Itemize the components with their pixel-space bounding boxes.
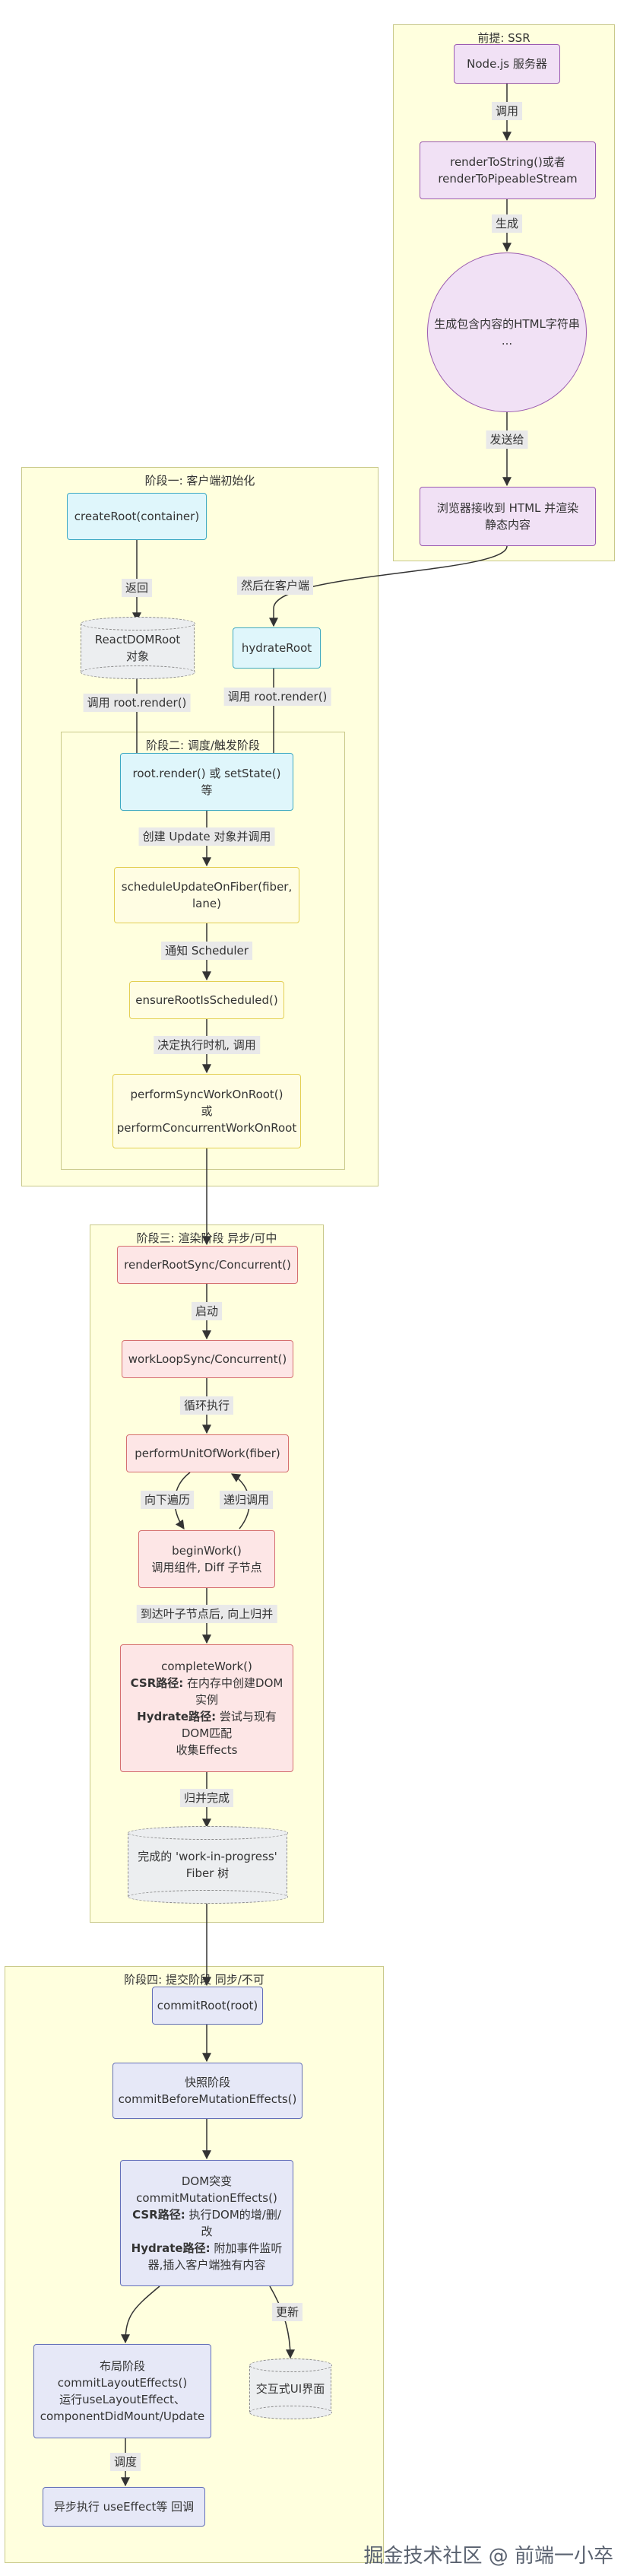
edge-label-recursive-call: 递归调用 [219,1491,274,1509]
db-cap-top [127,1826,288,1840]
node-work-loop-label: workLoopSync/Concurrent() [128,1352,287,1366]
complete-work-csr-label: CSR路径: [130,1676,184,1690]
edge-label-call-render-1: 调用 root.render() [83,694,191,712]
node-mutation-effects: DOM突变 commitMutationEffects() CSR路径: 执行D… [120,2160,293,2286]
edge-label-update: 更新 [271,2303,303,2321]
node-create-root-label: createRoot(container) [74,510,200,523]
complete-work-collect-effects: 收集Effects [176,1743,238,1757]
node-mutation-effects-label: DOM突变 commitMutationEffects() CSR路径: 执行D… [131,2173,283,2273]
edge-label-return: 返回 [121,579,153,597]
node-generate-html: 生成包含内容的HTML字符串 ... [427,253,587,412]
node-render-root-label: renderRootSync/Concurrent() [124,1258,291,1272]
edge-label-start: 启动 [191,1302,223,1320]
complete-work-title: completeWork() [161,1660,252,1673]
edge-label-generate: 生成 [491,214,523,233]
cluster-phase4-title: 阶段四: 提交阶段 同步/不可 [124,1973,264,1987]
edge-label-reach-leaf: 到达叶子节点后, 向上归并 [136,1605,277,1623]
node-ensure-root-label: ensureRootIsScheduled() [135,993,278,1007]
node-hydrate-root-label: hydrateRoot [241,641,312,655]
node-browser-receive-label: 浏览器接收到 HTML 并渲染 静态内容 [436,501,579,532]
node-work-loop: workLoopSync/Concurrent() [122,1340,293,1378]
node-before-mutation-label: 快照阶段 commitBeforeMutationEffects() [118,2076,297,2106]
db-cap-top [80,617,195,631]
edge-label-notify-scheduler: 通知 Scheduler [161,942,252,960]
db-cap-bottom [249,2406,332,2419]
cluster-phase1-title: 阶段一: 客户端初始化 [144,474,255,488]
edge-label-decide-timing: 决定执行时机, 调用 [154,1036,260,1054]
node-begin-work: beginWork() 调用组件, Diff 子节点 [138,1530,275,1588]
node-hydrate-root: hydrateRoot [233,627,321,669]
cluster-phase3-title: 阶段三: 渲染阶段 异步/可中 [136,1231,277,1245]
edge-label-create-update: 创建 Update 对象并调用 [138,827,275,846]
db-cap-bottom [80,665,195,679]
node-render-root: renderRootSync/Concurrent() [117,1246,298,1284]
node-schedule-update-label: scheduleUpdateOnFiber(fiber, lane) [121,880,293,910]
mutation-hydrate-label: Hydrate路径: [131,2241,211,2255]
edge-label-traverse-down: 向下遍历 [140,1491,195,1509]
node-complete-work-label: completeWork() CSR路径: 在内存中创建DOM 实例 Hydra… [131,1658,283,1758]
node-perform-work: performSyncWorkOnRoot() 或 performConcurr… [112,1074,301,1148]
edge-label-then-client: 然后在客户端 [236,577,314,595]
complete-work-csr-text: 在内存中创建DOM 实例 [187,1676,283,1707]
edge-label-merge-done: 归并完成 [179,1789,234,1807]
node-schedule-update: scheduleUpdateOnFiber(fiber, lane) [114,867,299,923]
node-react-dom-root: ReactDOMRoot 对象 [80,617,195,679]
node-nodejs-server-label: Node.js 服务器 [467,57,547,71]
node-commit-root-label: commitRoot(root) [157,1999,258,2012]
node-browser-receive: 浏览器接收到 HTML 并渲染 静态内容 [420,487,596,546]
node-create-root: createRoot(container) [67,493,207,540]
watermark: 掘金技术社区 @ 前端一小卒 [363,2545,613,2568]
node-generate-html-label: 生成包含内容的HTML字符串 ... [434,317,580,348]
edge-label-loop-exec: 循环执行 [179,1396,234,1415]
node-layout-effects: 布局阶段 commitLayoutEffects() 运行useLayoutEf… [33,2344,211,2438]
node-use-effect: 异步执行 useEffect等 回调 [43,2487,205,2527]
node-begin-work-label: beginWork() 调用组件, Diff 子节点 [151,1544,262,1574]
node-ensure-root: ensureRootIsScheduled() [129,981,284,1019]
node-before-mutation: 快照阶段 commitBeforeMutationEffects() [112,2063,302,2119]
node-use-effect-label: 异步执行 useEffect等 回调 [53,2500,195,2514]
node-wip-tree-label: 完成的 'work-in-progress' Fiber 树 [138,1850,277,1880]
cluster-ssr-title: 前提: SSR [477,31,531,45]
mutation-csr-text: 执行DOM的增/删/ 改 [188,2208,281,2238]
node-root-render-label: root.render() 或 setState() 等 [132,767,281,797]
mutation-title: DOM突变 commitMutationEffects() [136,2174,277,2205]
edge-label-call-render-2: 调用 root.render() [223,688,331,706]
mutation-hydrate-text: 附加事件监听 器,插入客户端独有内容 [147,2241,283,2272]
node-interactive-ui-label: 交互式UI界面 [255,2382,325,2396]
edge-label-send-to: 发送给 [486,430,528,449]
complete-work-hydrate-label: Hydrate路径: [137,1710,217,1723]
node-commit-root: commitRoot(root) [152,1987,263,2025]
node-perform-work-label: performSyncWorkOnRoot() 或 performConcurr… [116,1088,297,1135]
complete-work-hydrate-text: 尝试与现有 DOM匹配 [181,1710,277,1740]
node-wip-tree: 完成的 'work-in-progress' Fiber 树 [127,1826,288,1904]
node-render-to-string-label: renderToString()或者 renderToPipeableStrea… [438,155,578,186]
node-perform-unit-label: performUnitOfWork(fiber) [135,1447,280,1460]
node-nodejs-server: Node.js 服务器 [454,44,560,84]
db-cap-top [249,2358,332,2372]
edge-label-call: 调用 [491,102,523,120]
node-render-to-string: renderToString()或者 renderToPipeableStrea… [420,141,596,199]
mutation-csr-label: CSR路径: [132,2208,185,2222]
node-perform-unit: performUnitOfWork(fiber) [126,1434,289,1472]
cluster-phase2-title: 阶段二: 调度/触发阶段 [146,738,260,752]
node-layout-effects-label: 布局阶段 commitLayoutEffects() 运行useLayoutEf… [40,2359,205,2423]
db-cap-bottom [127,1890,288,1904]
node-root-render: root.render() 或 setState() 等 [120,753,293,811]
node-complete-work: completeWork() CSR路径: 在内存中创建DOM 实例 Hydra… [120,1644,293,1772]
node-interactive-ui: 交互式UI界面 [249,2358,332,2419]
edge-label-schedule: 调度 [109,2453,141,2471]
node-react-dom-root-label: ReactDOMRoot 对象 [94,633,181,663]
